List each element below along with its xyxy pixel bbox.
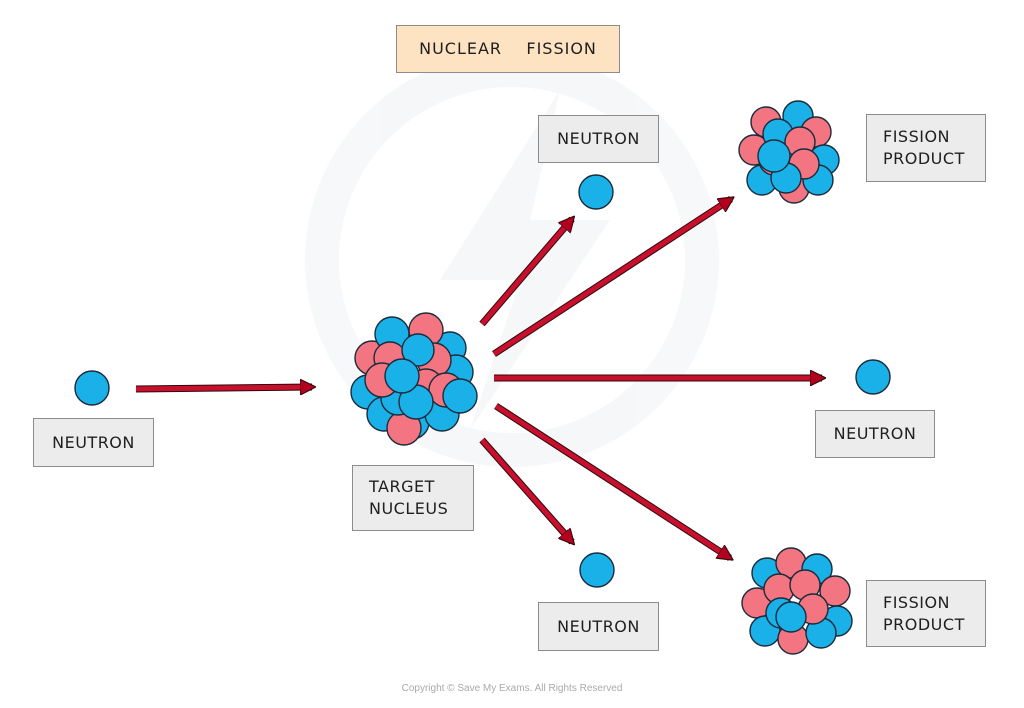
arrows-group: [135, 196, 822, 561]
neutron-ball: [757, 139, 791, 173]
neutron-right-label: NEUTRON: [815, 410, 935, 458]
incoming-neutron: [74, 370, 110, 406]
neutron-bottom-ball: [579, 552, 615, 588]
title-box: NUCLEAR FISSION: [396, 25, 620, 73]
arrow-incoming: [135, 387, 312, 389]
neutron-top-ball: [578, 174, 614, 210]
neutron-ball: [401, 333, 435, 367]
fission-product-top-label: FISSION PRODUCT: [866, 114, 986, 182]
target-nucleus-label: TARGET NUCLEUS: [352, 465, 474, 531]
target-nucleus: [350, 312, 478, 446]
neutron-top: [578, 174, 614, 210]
particles-group: [74, 100, 891, 655]
arrow-to-fission-bottom: [494, 403, 730, 558]
neutron-ball: [384, 358, 420, 394]
neutron-right-text: NEUTRON: [833, 424, 917, 444]
neutron-ball: [775, 601, 807, 633]
neutron-top-label: NEUTRON: [538, 115, 659, 163]
target-nucleus-text: TARGET NUCLEUS: [369, 477, 449, 518]
fission-product-bottom-label: FISSION PRODUCT: [866, 580, 986, 647]
neutron-ball: [442, 378, 478, 414]
fission-product-top: [738, 100, 840, 204]
neutron-bottom: [579, 552, 615, 588]
fission-product-bottom: [741, 547, 853, 655]
incoming-neutron-label: NEUTRON: [33, 418, 154, 467]
neutron-bottom-label: NEUTRON: [538, 602, 659, 651]
neutron-top-text: NEUTRON: [557, 129, 640, 149]
arrow-to-neutron-bottom: [480, 438, 572, 542]
arrow-to-neutron-top: [480, 219, 572, 326]
neutron-right: [855, 359, 891, 395]
arrow-to-fission-top: [492, 199, 731, 357]
fission-product-bottom-text: FISSION PRODUCT: [883, 592, 965, 634]
neutron-right-ball: [855, 359, 891, 395]
fission-product-top-text: FISSION PRODUCT: [883, 127, 965, 168]
incoming-neutron-ball: [74, 370, 110, 406]
page-title: NUCLEAR FISSION: [419, 39, 597, 59]
incoming-neutron-text: NEUTRON: [52, 432, 135, 452]
neutron-bottom-text: NEUTRON: [557, 616, 640, 636]
copyright-notice: Copyright © Save My Exams. All Rights Re…: [401, 683, 623, 694]
